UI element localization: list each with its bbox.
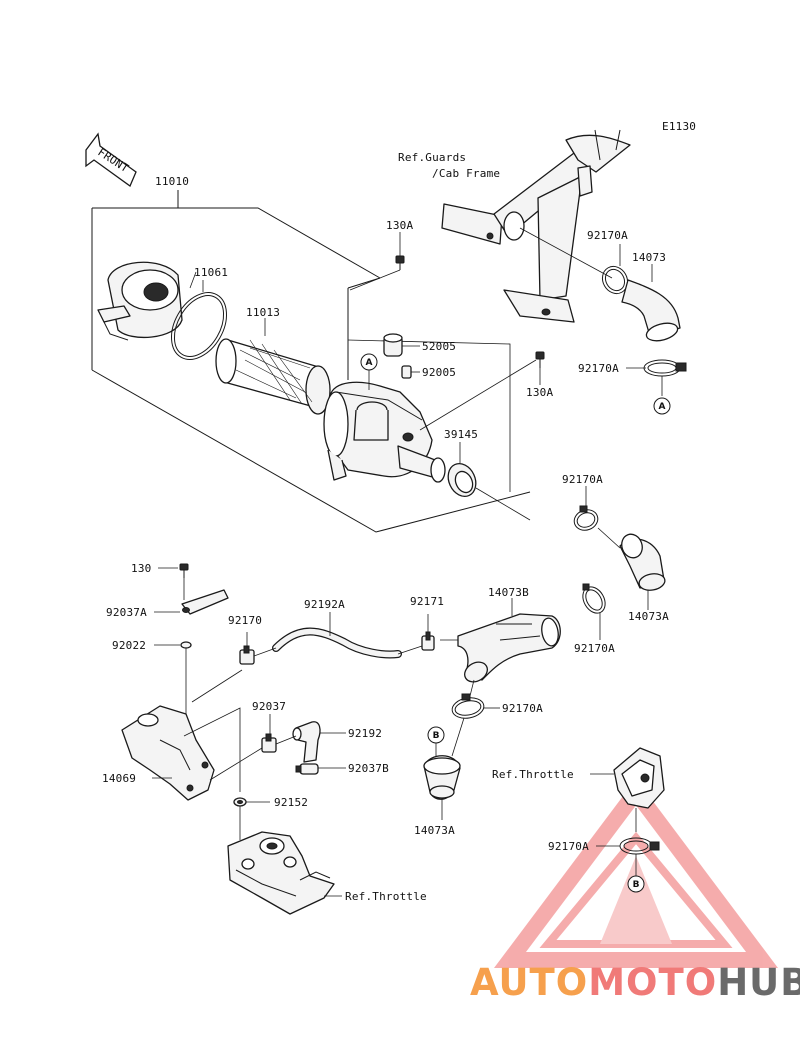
- label-92170: 92170: [228, 614, 262, 627]
- watermark-auto: AUTO: [470, 961, 588, 1004]
- bracket-92037a-part: [154, 589, 229, 615]
- callout-b-mid: B: [427, 726, 445, 756]
- label-92037a: 92037A: [106, 606, 147, 619]
- duct-14073a-2-part: [423, 755, 461, 820]
- front-arrow-icon: FRONT: [85, 132, 137, 188]
- ref-throttle-upper-label: Ref.Throttle: [492, 768, 574, 781]
- seal-ring-part: [171, 292, 227, 360]
- label-130: 130: [131, 562, 151, 575]
- throttle-body-upper-part: [590, 747, 665, 832]
- screw-130a-right: [419, 351, 545, 431]
- label-92170a-3: 92170A: [562, 473, 603, 486]
- label-14069: 14069: [102, 772, 136, 785]
- clamp-92170a-5: [451, 679, 500, 757]
- label-52005: 52005: [422, 340, 456, 353]
- clip-92037-part: [261, 714, 277, 753]
- bracket-14069-part: [121, 705, 215, 801]
- label-92170a-5: 92170A: [502, 702, 543, 715]
- svg-text:A: A: [366, 358, 373, 368]
- airbox-cap-part: [97, 261, 183, 341]
- cab-frame-bracket-part: [441, 129, 631, 323]
- ref-cab-frame-label: /Cab Frame: [432, 167, 500, 180]
- label-92192: 92192: [348, 727, 382, 740]
- svg-text:AUTOMOTOHUB: AUTOMOTOHUB: [470, 961, 800, 1004]
- label-92170a-2: 92170A: [578, 362, 619, 375]
- watermark-logo: AUTOMOTOHUB: [470, 961, 800, 1004]
- hose-92192a-part: [272, 612, 402, 659]
- label-92152: 92152: [274, 796, 308, 809]
- clamp-92170a-6: [596, 837, 660, 876]
- label-92171: 92171: [410, 595, 444, 608]
- label-92170a-4: 92170A: [574, 642, 615, 655]
- clip-92170-part: [239, 632, 277, 665]
- label-11013: 11013: [246, 306, 280, 319]
- throttle-body-lower-part: [227, 831, 342, 915]
- callout-a-right: A: [653, 397, 671, 415]
- air-box-housing-part: [323, 381, 446, 483]
- watermark-hub: HUB: [717, 961, 800, 1004]
- label-92170a-1: 92170A: [587, 229, 628, 242]
- label-92005: 92005: [422, 366, 456, 379]
- label-92022: 92022: [112, 639, 146, 652]
- label-14073a-2: 14073A: [414, 824, 455, 837]
- watermark-triangle: [494, 778, 778, 968]
- label-92170a-6: 92170A: [548, 840, 589, 853]
- duct-14073-part: [621, 264, 681, 342]
- clamp-92170a-1: [601, 244, 629, 295]
- clamp-92170a-3: [573, 486, 621, 549]
- valve-92005-part: [401, 365, 420, 379]
- label-11010: 11010: [155, 175, 189, 188]
- label-14073a-1: 14073A: [628, 610, 669, 623]
- svg-text:B: B: [633, 880, 640, 890]
- label-11061: 11061: [194, 266, 228, 279]
- callout-a-top: A: [360, 353, 378, 390]
- sleeve-39145-part: [447, 442, 531, 521]
- clip-92171-part: [397, 614, 435, 655]
- svg-text:B: B: [433, 731, 440, 741]
- elbow-hose-92192-part: [292, 721, 346, 763]
- part-labels: Ref.Guards /Cab Frame 11010 11061 11013 …: [102, 151, 669, 903]
- label-39145: 39145: [444, 428, 478, 441]
- ref-throttle-lower-label: Ref.Throttle: [345, 890, 427, 903]
- ref-guards-label: Ref.Guards: [398, 151, 466, 164]
- guide-lines-left: [183, 669, 297, 792]
- svg-text:A: A: [659, 402, 666, 412]
- diagram-code: E1130: [662, 120, 696, 133]
- washer-92022-part: [154, 641, 192, 720]
- nut-92152-part: [233, 797, 270, 840]
- clamp-92170a-4: [582, 583, 606, 640]
- clamp-92037b-part: [295, 763, 346, 775]
- label-130a-right: 130A: [526, 386, 553, 399]
- label-14073b: 14073B: [488, 586, 529, 599]
- clamp-92170a-2: [626, 359, 687, 396]
- duct-14073a-1-part: [619, 533, 666, 610]
- label-92037b: 92037B: [348, 762, 389, 775]
- duct-14073b-part: [440, 598, 561, 683]
- callout-b-right: B: [627, 875, 645, 893]
- label-92192a: 92192A: [304, 598, 345, 611]
- screw-130a-top: [349, 232, 405, 291]
- grommet-52005-part: [383, 333, 420, 357]
- air-filter-element-part: [215, 338, 331, 415]
- bolt-130-part: [158, 563, 189, 600]
- label-130a-top: 130A: [386, 219, 413, 232]
- label-92037: 92037: [252, 700, 286, 713]
- watermark-moto: MOTO: [588, 961, 717, 1004]
- label-14073: 14073: [632, 251, 666, 264]
